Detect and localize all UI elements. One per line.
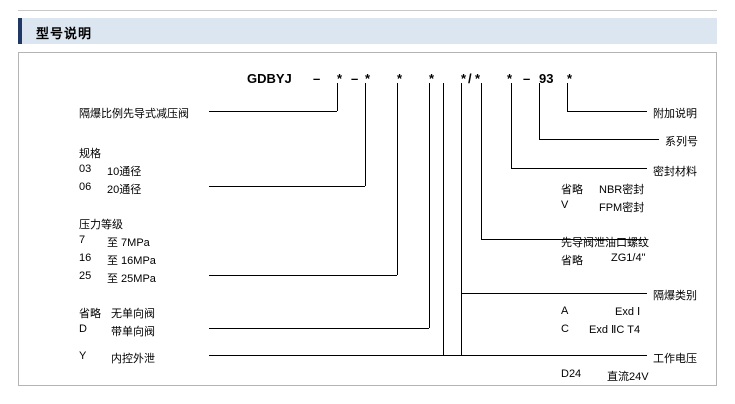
leader-line-horizontal: [209, 328, 429, 329]
leader-line-vertical: [567, 83, 568, 111]
left-description-label: D: [79, 323, 87, 335]
left-description-label: 10通径: [107, 166, 142, 178]
model-code-token: GDBYJ: [247, 71, 292, 86]
right-description-label: 密封材料: [653, 166, 697, 178]
leader-line-vertical: [539, 83, 540, 139]
right-description-label: Exd Ⅰ: [615, 306, 641, 318]
right-description-label: V: [561, 199, 569, 211]
model-code-token: 93: [539, 71, 554, 86]
leader-line-horizontal: [567, 111, 647, 112]
right-description-label: Exd ⅡC T4: [589, 324, 641, 336]
top-divider: [18, 10, 717, 11]
left-description-label: 至 16MPa: [107, 255, 156, 267]
leader-line-horizontal: [461, 293, 647, 294]
right-description-label: D24: [561, 368, 582, 380]
model-code-token: *: [337, 71, 343, 86]
right-description-label: 隔爆类别: [653, 290, 697, 302]
leader-line-vertical: [511, 83, 512, 168]
right-description-label: 先导阀泄油口螺纹: [561, 237, 649, 249]
left-description-label: 省略: [79, 308, 101, 320]
leader-line-vertical: [481, 83, 482, 239]
page-title: 型号说明: [36, 26, 93, 41]
left-description-label: 至 25MPa: [107, 273, 156, 285]
left-description-label: 规格: [79, 148, 101, 160]
left-description-label: 03: [79, 163, 92, 175]
leader-line-horizontal: [481, 239, 647, 240]
right-description-label: ZG1/4": [611, 252, 646, 264]
leader-line-vertical: [365, 83, 366, 186]
right-description-label: 附加说明: [653, 108, 697, 120]
leader-line-horizontal: [511, 168, 647, 169]
left-description-label: 16: [79, 252, 92, 264]
right-description-label: 直流24V: [607, 371, 649, 383]
left-description-label: 带单向阀: [111, 326, 155, 338]
model-code-token: –: [523, 71, 531, 86]
section-header-bar: 型号说明: [18, 18, 717, 44]
model-code-token: *: [397, 71, 403, 86]
model-code-token: *: [475, 71, 481, 86]
left-description-label: 无单向阀: [111, 308, 155, 320]
model-code-token: *: [365, 71, 371, 86]
right-description-label: 系列号: [665, 136, 698, 148]
left-description-label: 25: [79, 270, 92, 282]
right-description-label: FPM密封: [599, 202, 645, 214]
right-description-label: 省略: [561, 184, 583, 196]
left-description-label: 至 7MPa: [107, 237, 150, 249]
left-description-label: 20通径: [107, 184, 142, 196]
leader-line-vertical: [443, 83, 444, 355]
left-description-label: 内控外泄: [111, 353, 155, 365]
leader-line-horizontal: [443, 355, 647, 356]
model-code-token: *: [429, 71, 435, 86]
leader-line-horizontal: [539, 139, 659, 140]
leader-line-vertical: [461, 83, 462, 293]
leader-line-vertical: [337, 83, 338, 111]
model-code-token: *: [507, 71, 513, 86]
left-description-label: 7: [79, 234, 86, 246]
model-code-token: *: [567, 71, 573, 86]
left-description-label: Y: [79, 350, 87, 362]
right-description-label: A: [561, 305, 569, 317]
leader-line-horizontal: [209, 275, 397, 276]
leader-line-vertical: [397, 83, 398, 275]
model-code-token: /: [468, 71, 472, 86]
model-code-token: –: [313, 71, 321, 86]
leader-line-horizontal: [209, 111, 337, 112]
right-description-label: C: [561, 323, 569, 335]
left-description-label: 06: [79, 181, 92, 193]
left-description-label: 隔爆比例先导式减压阀: [79, 108, 189, 120]
leader-line-horizontal: [209, 186, 365, 187]
leader-line-vertical: [429, 83, 430, 328]
right-description-label: 省略: [561, 255, 583, 267]
model-code-row: GDBYJ–*–*****/*–93*: [19, 53, 718, 86]
left-description-label: 压力等级: [79, 219, 123, 231]
model-code-token: –: [351, 71, 359, 86]
right-description-label: NBR密封: [599, 184, 645, 196]
model-code-token: *: [461, 71, 467, 86]
right-description-label: 工作电压: [653, 353, 697, 365]
leader-line-horizontal: [209, 355, 461, 356]
